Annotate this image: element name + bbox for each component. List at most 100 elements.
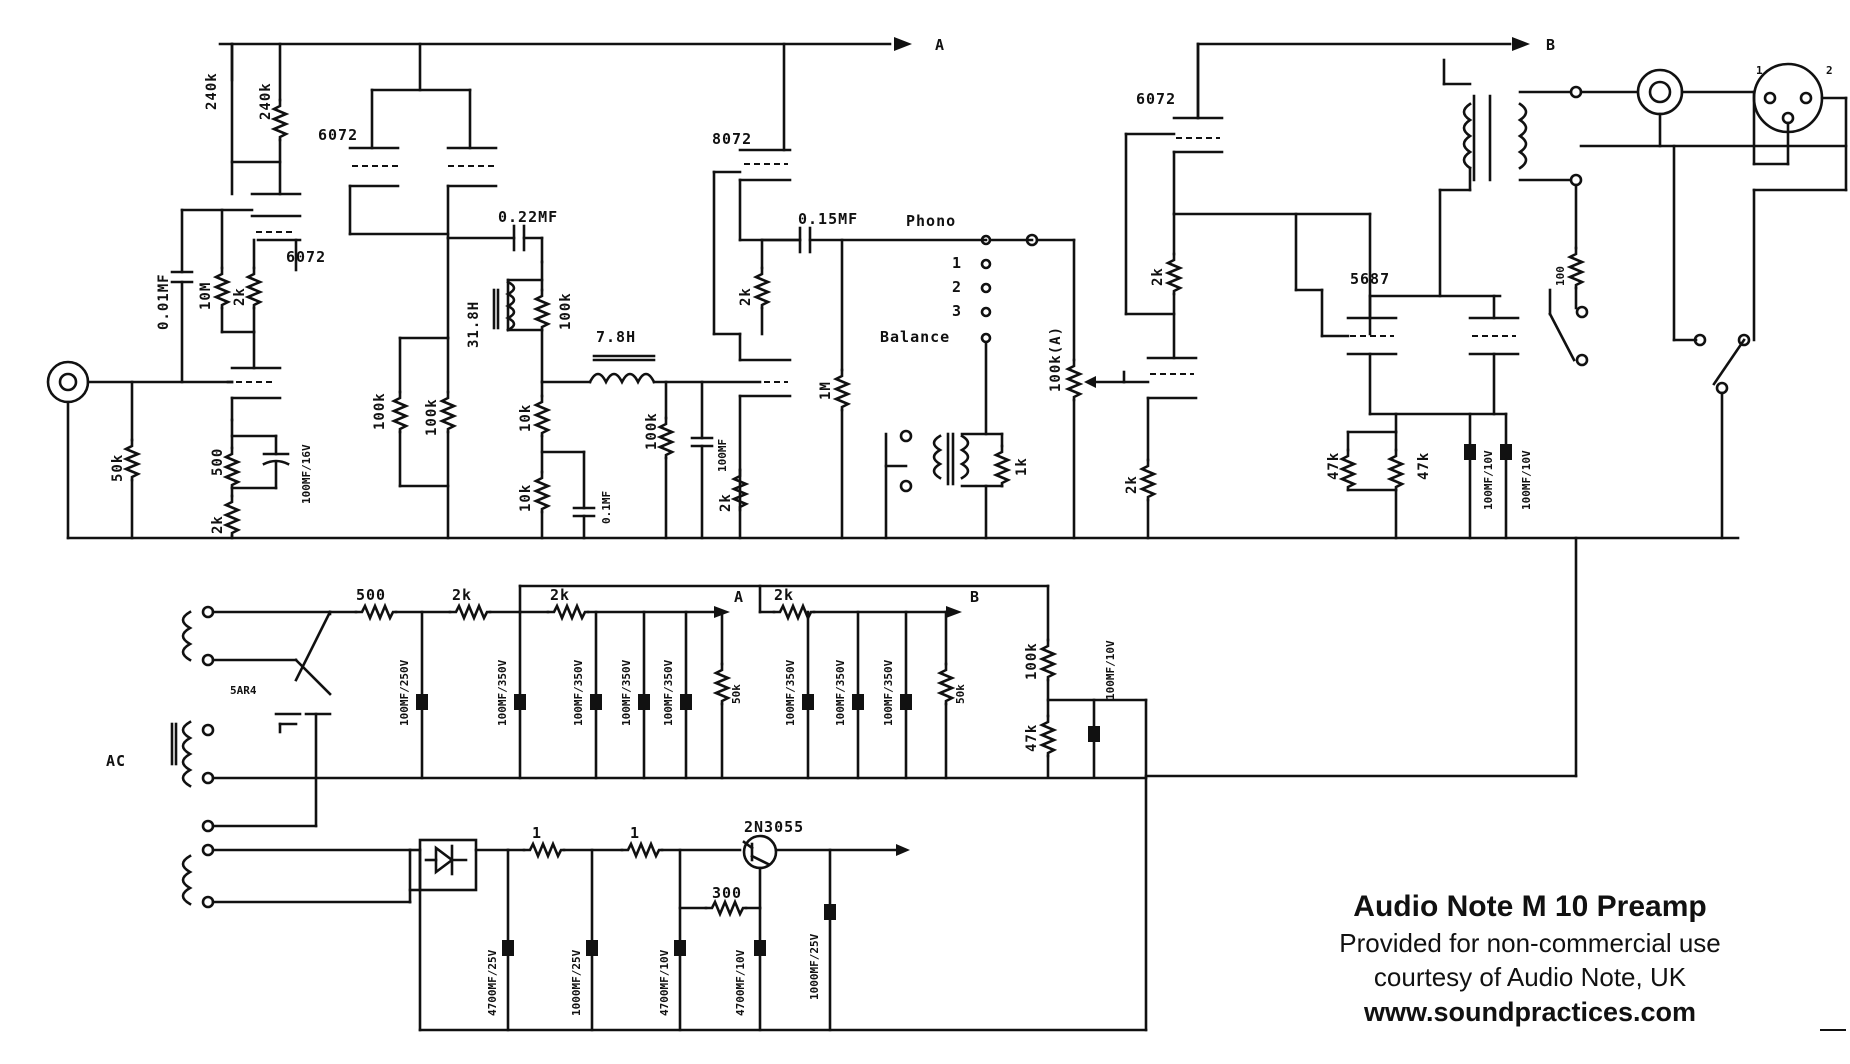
tube-5687-output [1294, 188, 1520, 416]
ac-label: AC [106, 752, 126, 770]
r47k-label-a: 47k [1326, 452, 1342, 480]
lv-c1-label: 4700MF/25V [486, 949, 499, 1016]
r10m-label: 10M [198, 282, 214, 310]
r47k-label-b: 47k [1416, 452, 1432, 480]
ps-c8-label: 100MF/350V [882, 659, 895, 726]
r10k-label-a: 10k [518, 404, 534, 432]
ps-r2k-label-3: 2k [774, 586, 794, 604]
ps-c5-label: 100MF/350V [662, 659, 675, 726]
volume-pot-100k [1066, 238, 1126, 540]
tube-6072-label-b: 6072 [318, 126, 358, 144]
c100mf-label-e: 100MF [716, 439, 729, 472]
resistor-100k-grid [534, 260, 550, 384]
input-jack-icon [46, 360, 234, 540]
credit-block: Audio Note M 10 Preamp Provided for non-… [1300, 888, 1760, 1030]
r100k-label-c: 100k [424, 398, 440, 436]
lv-c2-label: 1000MF/25V [570, 949, 583, 1016]
r1m-label: 1M [818, 381, 834, 400]
r2k-label-b: 2k [210, 515, 226, 534]
ps-r2k-label-1: 2k [452, 586, 472, 604]
lv-r300-label: 300 [712, 884, 742, 902]
r100k-label-b: 100k [372, 392, 388, 430]
r50k-label: 50k [110, 454, 126, 482]
lv-regulator [418, 834, 1148, 1032]
hv-rail-b [1196, 37, 1530, 120]
tube-6072-stage1 [226, 192, 302, 400]
ps-c6-label: 100MF/350V [784, 659, 797, 726]
r100-label: 100 [1554, 266, 1567, 286]
phono-label: Phono [906, 212, 956, 230]
balance-label: Balance [880, 328, 950, 346]
rectifier-label: 5AR4 [230, 684, 257, 697]
cap015-label: 0.15MF [798, 210, 858, 228]
credit-title: Audio Note M 10 Preamp [1353, 890, 1707, 923]
rectifier-5ar4 [274, 610, 332, 734]
ps-r5-label: 50k [730, 684, 743, 704]
credit-line1: Provided for non-commercial use [1339, 928, 1721, 958]
lv-c4-label: 4700MF/10V [734, 949, 747, 1016]
sel2-label: 2 [952, 278, 962, 296]
credit-line2: courtesy of Audio Note, UK [1373, 962, 1687, 992]
ps-c1-label: 100MF/250V [398, 659, 411, 726]
cap-022mf [446, 224, 544, 264]
resistor-50k [124, 380, 140, 540]
ps-c9-label: 100MF/10V [1104, 640, 1117, 700]
ps-r500-label: 500 [356, 586, 386, 604]
rail-a-label: A [935, 36, 945, 54]
stage1-cathode [224, 396, 290, 540]
output-cathode-network [1340, 412, 1512, 540]
tube-6072-stage2 [348, 42, 498, 240]
ind78-label: 7.8H [596, 328, 636, 346]
lv-c5-label: 1000MF/25V [808, 933, 821, 1000]
pot100k-label: 100k(A) [1048, 326, 1064, 392]
bridge-rectifier-icon [408, 838, 510, 1032]
c001-label: 0.01MF [156, 273, 172, 330]
r240k-label-2: 240k [258, 82, 274, 120]
shunt-100k-100mf [658, 380, 714, 540]
resistor-240k-pair [230, 42, 288, 196]
r500-label: 500 [210, 448, 226, 476]
output-xlr-icon [1752, 62, 1848, 192]
r2k-label-d: 2k [718, 493, 734, 512]
rail-b2-label: B [970, 588, 980, 606]
balance-transformer [884, 429, 1010, 540]
hv-chain [328, 584, 1148, 1032]
tube-6072-stage4 [1122, 42, 1372, 540]
input-selector-switch [980, 233, 1076, 436]
filter-capacitors [416, 610, 954, 780]
xlr1-label: 1 [1756, 64, 1763, 77]
divider-10k [534, 380, 596, 540]
power-transformer-icon [170, 605, 1148, 909]
rail-a2-label: A [734, 588, 744, 606]
r240k-label-1: 240k [204, 72, 220, 110]
output-transformer-icon [1438, 58, 1583, 192]
tube-5687-label: 5687 [1350, 270, 1390, 288]
r10k-label-b: 10k [518, 484, 534, 512]
lv-r2-label: 1 [630, 824, 640, 842]
stage2-cathode-resistors [392, 236, 456, 540]
xlr2-label: 2 [1826, 64, 1833, 77]
r2k-label-a: 2k [232, 287, 248, 306]
ps-c7-label: 100MF/350V [834, 659, 847, 726]
c100mf10-label: 100MF/10V [1482, 450, 1495, 510]
ind318-label: 31.8H [466, 301, 482, 348]
r2k-label-e: 2k [1150, 267, 1166, 286]
r2k-label-f: 2k [1124, 475, 1140, 494]
inductor-7-8h [540, 354, 762, 385]
ps-r47k-label: 47k [1024, 724, 1040, 752]
ps-r100k-label: 100k [1024, 642, 1040, 680]
c100mf10b-label: 100MF/10V [1520, 450, 1533, 510]
sel3-label: 3 [952, 302, 962, 320]
r100k-label-a: 100k [558, 292, 574, 330]
ps-r6-label: 50k [954, 684, 967, 704]
credit-url: www.soundpractices.com [1363, 997, 1697, 1027]
feedback-network [170, 208, 262, 384]
r100k-label-d: 100k [644, 412, 660, 450]
ps-r2k-label-2: 2k [550, 586, 570, 604]
cap-015mf [760, 226, 988, 540]
output-switches [1548, 144, 1756, 540]
tube-8072-stage3 [712, 42, 792, 540]
ps-c2-label: 100MF/350V [496, 659, 509, 726]
tube-6072-label-a: 6072 [286, 248, 326, 266]
